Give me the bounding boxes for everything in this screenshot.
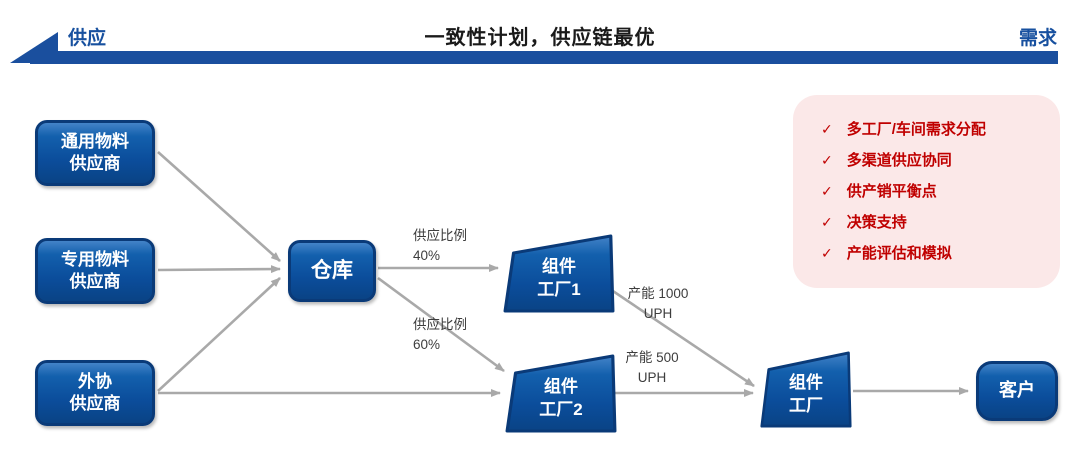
checkmark-icon: ✓ <box>821 245 833 261</box>
node-dedicated-material-supplier: 专用物料 供应商 <box>35 238 155 304</box>
benefit-label: 决策支持 <box>846 214 907 231</box>
benefit-label: 供产销平衡点 <box>846 183 937 200</box>
header-supply-label: 供应 <box>68 28 107 49</box>
factory-shape <box>760 351 852 428</box>
edge-label-value: UPH <box>637 369 667 385</box>
arrow-supplier3-warehouse <box>157 277 281 392</box>
edge-label-text: 供应比例 <box>413 317 467 332</box>
node-component-factory: 组件 工厂 <box>760 351 852 429</box>
benefit-item: ✓ 供产销平衡点 <box>821 180 1050 201</box>
edge-label-value: UPH <box>643 305 673 321</box>
node-label: 组件 工厂2 <box>505 354 617 434</box>
node-label-line1: 专用物料 <box>61 249 129 269</box>
node-general-material-supplier: 通用物料 供应商 <box>35 120 155 186</box>
benefit-item: ✓ 多工厂/车间需求分配 <box>821 118 1050 139</box>
node-label-line2: 供应商 <box>69 394 121 413</box>
arrow-warehouse-factory2 <box>377 276 505 373</box>
benefit-item: ✓ 多渠道供应协同 <box>821 149 1050 170</box>
node-label-line2: 工厂1 <box>537 279 581 299</box>
node-label: 组件 工厂1 <box>503 234 615 314</box>
node-outsourced-supplier: 外协 供应商 <box>35 360 155 426</box>
arrow-supplier1-warehouse <box>157 151 281 262</box>
node-label-line2: 工厂 <box>789 395 823 415</box>
node-label: 组件 工厂 <box>760 351 852 429</box>
benefit-item: ✓ 产能评估和模拟 <box>821 242 1050 263</box>
node-label-line1: 外协 <box>78 371 112 391</box>
checkmark-icon: ✓ <box>821 214 833 230</box>
factory-shape <box>503 234 615 313</box>
edge-label-supply-ratio-40: 供应比例 40% <box>413 226 467 265</box>
node-label-line1: 组件 <box>789 373 823 393</box>
node-label-line1: 通用物料 <box>61 131 129 151</box>
node-label: 仓库 <box>311 259 353 283</box>
benefit-label: 产能评估和模拟 <box>846 245 952 262</box>
header-bar <box>30 51 1058 64</box>
edge-label-text: 产能 1000 <box>627 286 689 301</box>
arrow-supplier2-warehouse <box>157 265 281 274</box>
node-label-line2: 供应商 <box>69 272 121 291</box>
benefits-panel: ✓ 多工厂/车间需求分配 ✓ 多渠道供应协同 ✓ 供产销平衡点 ✓ 决策支持 ✓… <box>793 95 1060 288</box>
node-customer: 客户 <box>976 361 1058 421</box>
edge-label-text: 供应比例 <box>413 228 467 243</box>
node-label-line2: 工厂2 <box>539 399 583 419</box>
edge-label-value: 40% <box>413 247 441 263</box>
benefit-label: 多渠道供应协同 <box>846 152 952 169</box>
benefit-item: ✓ 决策支持 <box>821 211 1050 232</box>
checkmark-icon: ✓ <box>821 121 833 137</box>
node-warehouse: 仓库 <box>288 240 376 302</box>
factory-shape <box>505 354 617 433</box>
edge-label-supply-ratio-60: 供应比例 60% <box>413 315 467 354</box>
checkmark-icon: ✓ <box>821 183 833 199</box>
header-demand-label: 需求 <box>1018 28 1057 49</box>
node-label-line1: 组件 <box>542 257 576 277</box>
edge-label-capacity-500-uph: 产能 500 UPH <box>612 348 692 387</box>
node-component-factory-1: 组件 工厂1 <box>503 234 615 314</box>
page-title: 一致性计划，供应链最优 <box>424 27 656 49</box>
edge-label-capacity-1000-uph: 产能 1000 UPH <box>616 284 700 323</box>
benefit-label: 多工厂/车间需求分配 <box>846 121 986 138</box>
node-component-factory-2: 组件 工厂2 <box>505 354 617 434</box>
checkmark-icon: ✓ <box>821 152 833 168</box>
node-label-line2: 供应商 <box>69 154 121 173</box>
edge-label-value: 60% <box>413 336 441 352</box>
node-label: 客户 <box>999 380 1035 401</box>
node-label-line1: 组件 <box>544 377 578 397</box>
edge-label-text: 产能 500 <box>625 350 679 365</box>
arrow-factory1-factory3 <box>600 281 755 388</box>
